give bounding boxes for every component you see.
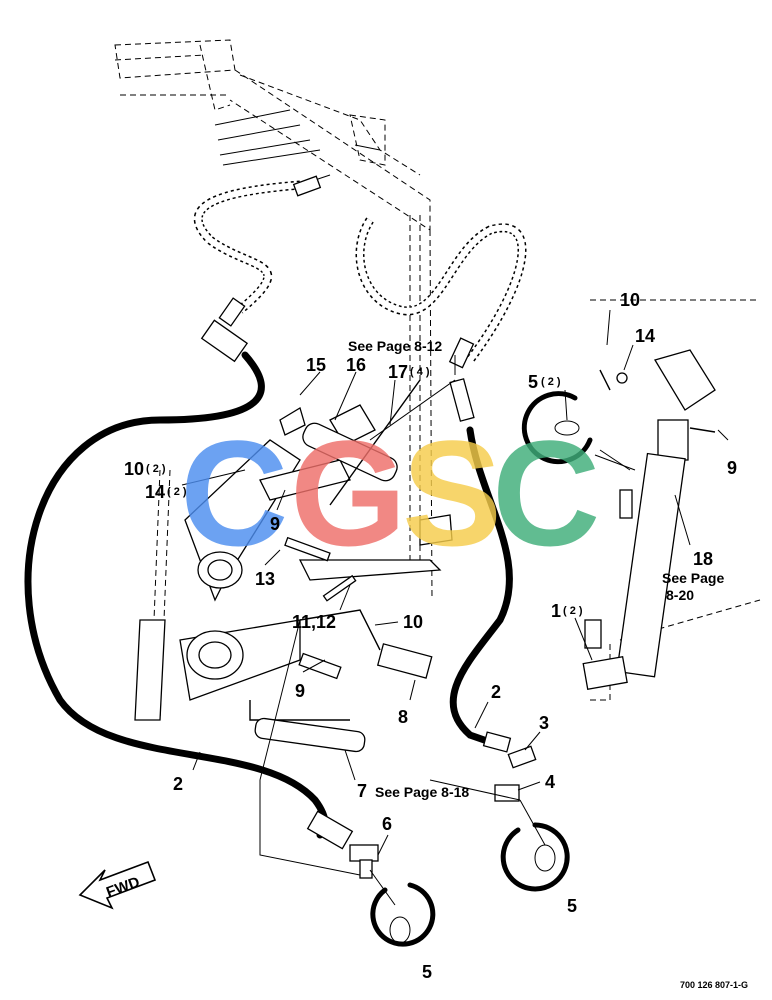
callout-17: 17 — [388, 362, 408, 382]
ref-see-page-8-20-line1: See Page — [662, 570, 724, 586]
o-ring-detail-bottom — [369, 869, 436, 947]
page-references: See Page 8-12 See Page 8-18 See Page 8-2… — [348, 338, 724, 800]
cgsc-watermark: C G S C — [180, 409, 600, 577]
callout-9-mid: 9 — [270, 514, 280, 534]
phantom-hoses — [193, 180, 527, 363]
callout-14-left: 14 — [145, 482, 165, 502]
callout-9-low: 9 — [295, 681, 305, 701]
callout-2-left: 2 — [173, 774, 183, 794]
watermark-letter-c2: C — [492, 409, 600, 577]
callout-13: 13 — [255, 569, 275, 589]
ref-see-page-8-12: See Page 8-12 — [348, 338, 442, 354]
callout-14-left-qty: ( 2 ) — [167, 486, 187, 498]
callout-7: 7 — [357, 781, 367, 801]
callout-5-bottom: 5 — [422, 962, 432, 982]
callout-3: 3 — [539, 713, 549, 733]
hydraulic-cylinder-18 — [582, 349, 716, 691]
callout-15: 15 — [306, 355, 326, 375]
hydraulic-cylinder-7 — [254, 717, 366, 753]
watermark-letter-c1: C — [180, 409, 288, 577]
o-ring-detail-right — [500, 799, 570, 892]
hose-assemblies — [24, 351, 513, 839]
callout-1-qty: ( 2 ) — [563, 605, 583, 617]
callout-10-mid: 10 — [403, 612, 423, 632]
callout-4: 4 — [545, 772, 555, 792]
callout-14-top: 14 — [635, 326, 655, 346]
fwd-arrow-icon: FWD — [78, 860, 157, 910]
callout-9-right: 9 — [727, 458, 737, 478]
lower-fittings — [306, 731, 537, 879]
hydraulic-cylinder-16 — [302, 379, 421, 506]
watermark-letter-g: G — [290, 409, 407, 577]
section-outline — [259, 619, 521, 876]
ref-see-page-8-18: See Page 8-18 — [375, 784, 469, 800]
callout-5-top-qty: ( 2 ) — [541, 376, 561, 388]
hose-fittings-upper — [200, 175, 475, 422]
lift-arm-mechanism — [134, 404, 453, 721]
callout-1: 1 — [551, 601, 561, 621]
figure-number: 700 126 807-1-G — [680, 980, 748, 990]
callout-11-12: 11,12 — [292, 612, 336, 632]
callout-labels: 10 14 5 ( 2 ) 9 15 16 17 ( 4 ) 10 ( 2 ) … — [124, 290, 737, 982]
callout-8: 8 — [398, 707, 408, 727]
o-ring-detail-top — [521, 391, 631, 471]
callout-18: 18 — [693, 549, 713, 569]
ref-see-page-8-20-line2: 8-20 — [666, 587, 694, 603]
leader-lines — [181, 309, 729, 856]
callout-5-top: 5 — [528, 372, 538, 392]
callout-10-left: 10 — [124, 459, 144, 479]
callout-16: 16 — [346, 355, 366, 375]
callout-17-qty: ( 4 ) — [410, 366, 430, 378]
watermark-letter-s: S — [402, 409, 502, 577]
callout-10-left-qty: ( 2 ) — [146, 463, 166, 475]
callout-6: 6 — [382, 814, 392, 834]
callout-2-right: 2 — [491, 682, 501, 702]
callout-10-top: 10 — [620, 290, 640, 310]
callout-5-right: 5 — [567, 896, 577, 916]
